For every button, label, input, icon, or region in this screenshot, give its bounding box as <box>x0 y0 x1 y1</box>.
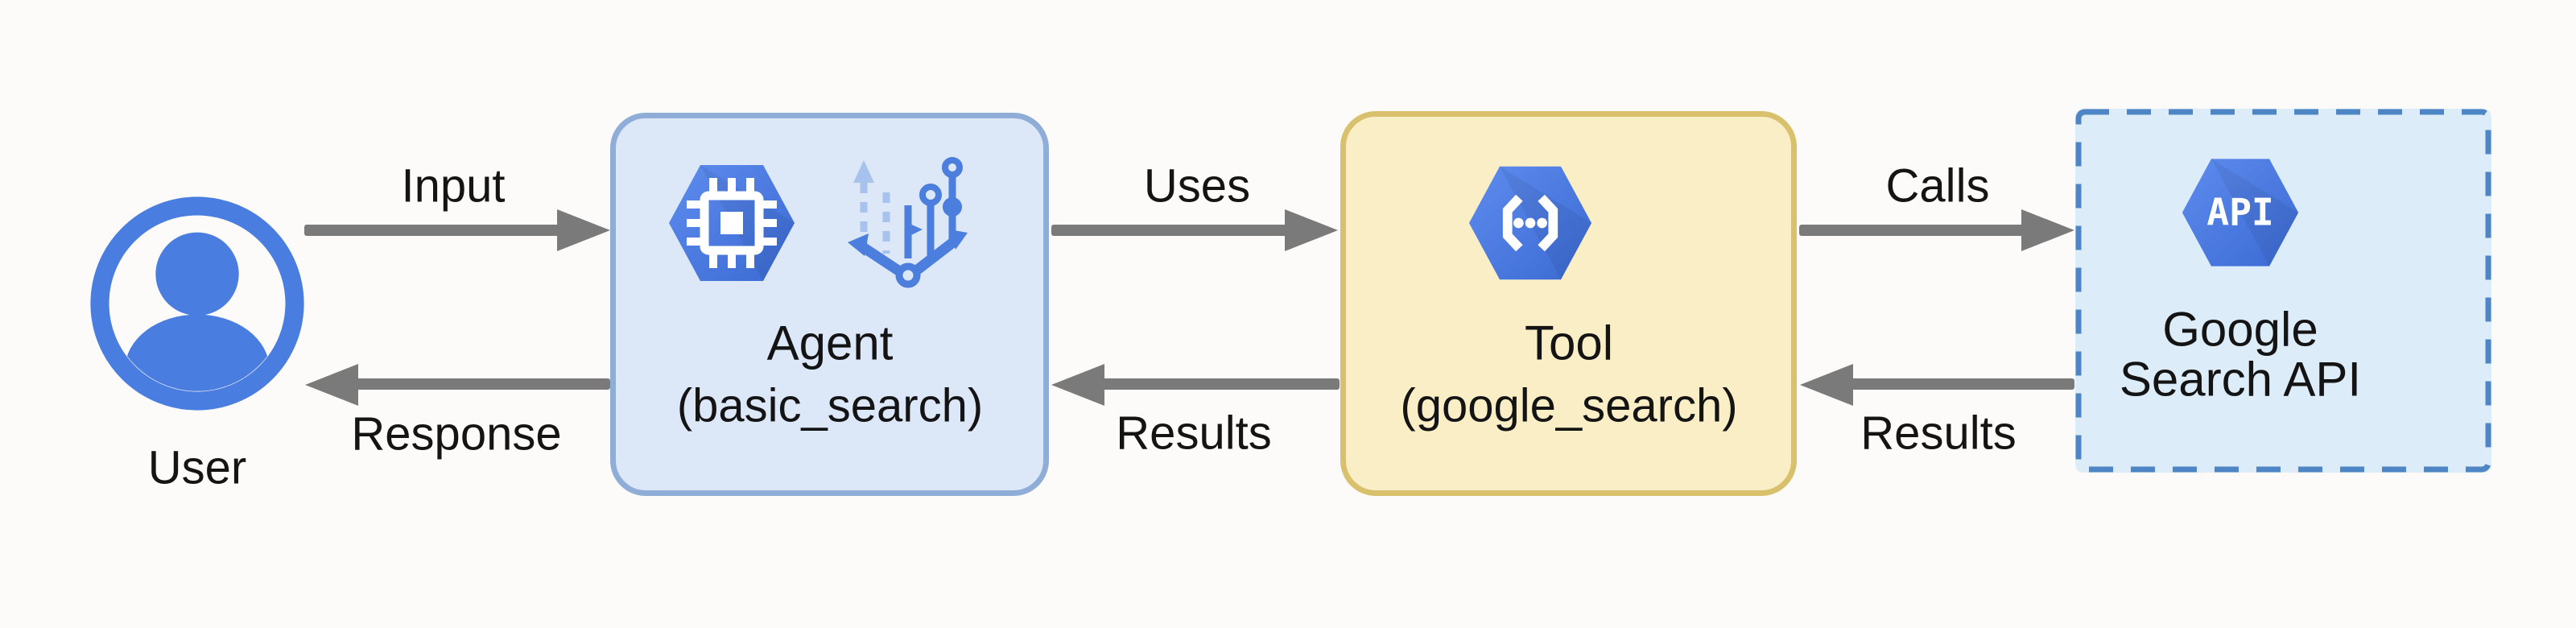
input-arrow-line <box>304 225 562 236</box>
response-arrow-line <box>355 378 610 390</box>
agent-subtitle: (basic_search) <box>676 379 984 432</box>
api-hexagon-icon: API <box>2181 151 2300 274</box>
tool-node-box <box>1340 111 1797 496</box>
uses-edge-label: Uses <box>1143 159 1251 213</box>
results-tool-agent-arrow-line <box>1101 378 1340 390</box>
results-api-tool-arrow-line <box>1850 378 2074 390</box>
chip-hexagon-icon <box>667 159 796 287</box>
input-arrow-head <box>557 209 610 251</box>
agent-title: Agent <box>766 316 894 370</box>
calls-edge-label: Calls <box>1885 159 1990 213</box>
results-api-tool-arrow-head <box>1800 364 1853 406</box>
api-hexagon-text: API <box>2207 191 2274 234</box>
results-tool-agent-edge-label: Results <box>1116 407 1272 460</box>
response-edge-label: Response <box>351 407 562 461</box>
results-api-tool-edge-label: Results <box>1860 407 2017 460</box>
results-tool-agent-arrow-head <box>1051 364 1104 406</box>
calls-arrow-head <box>2021 209 2074 251</box>
tool-title: Tool <box>1524 316 1614 370</box>
code-endpoints-hexagon-icon <box>1468 157 1593 289</box>
user-icon <box>88 194 307 413</box>
api-title-line2: Search API <box>2119 352 2362 407</box>
branch-pipeline-icon <box>848 155 968 289</box>
input-edge-label: Input <box>401 159 506 213</box>
api-node-box <box>2075 109 2491 473</box>
uses-arrow-line <box>1051 225 1288 236</box>
tool-subtitle: (google_search) <box>1400 379 1738 432</box>
calls-arrow-line <box>1799 225 2025 236</box>
api-title-line1: Google <box>2162 302 2318 357</box>
agent-node-box <box>610 113 1049 496</box>
user-label: User <box>147 441 247 494</box>
response-arrow-head <box>305 364 358 406</box>
uses-arrow-head <box>1285 209 1338 251</box>
